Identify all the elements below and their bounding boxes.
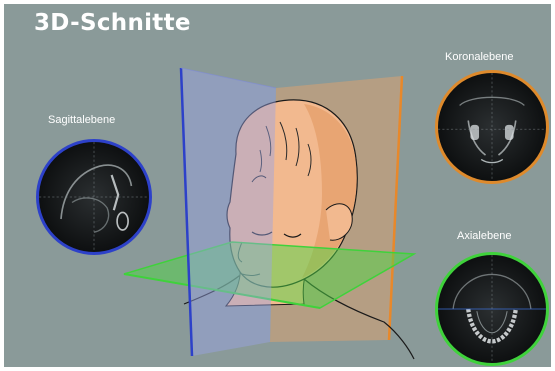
coronal-scan-image	[435, 70, 549, 184]
coronal-scan-graphic	[438, 73, 546, 181]
coronal-label: Koronalebene	[445, 51, 514, 63]
sagittal-label: Sagittalebene	[48, 114, 115, 126]
sagittal-scan-graphic	[39, 142, 149, 252]
axial-label: Axialebene	[457, 230, 511, 242]
axial-scan-graphic	[438, 255, 546, 363]
axial-scan-image	[435, 252, 549, 366]
sagittal-plane	[181, 68, 276, 356]
sagittal-scan-image	[36, 139, 152, 255]
diagram-canvas: 3D-Schnitte Sagittalebene Koronalebene A…	[4, 4, 551, 367]
